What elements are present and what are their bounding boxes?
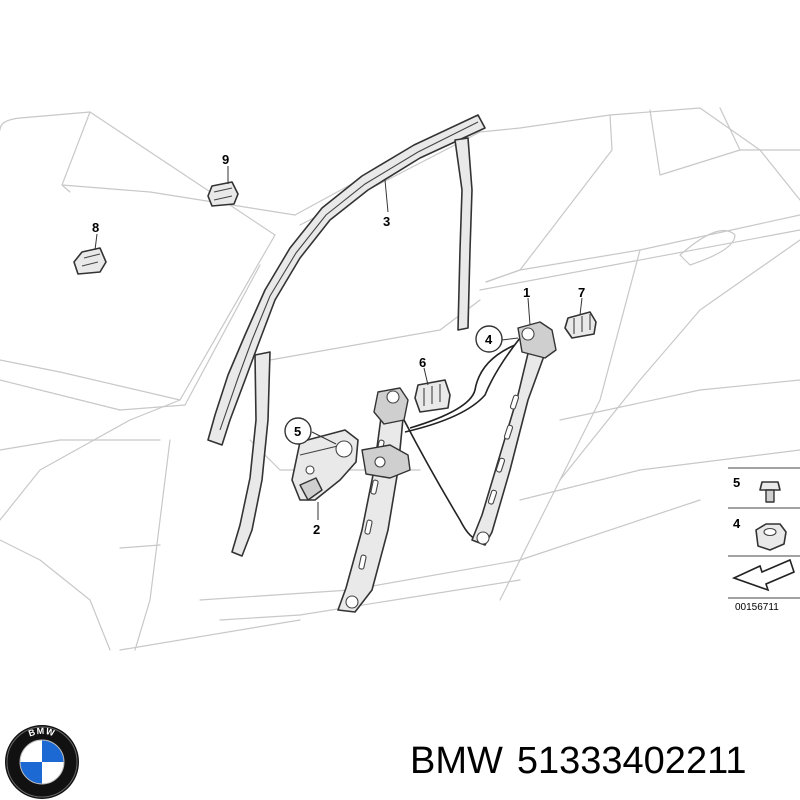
bmw-logo: BMW (5, 725, 79, 799)
clip-part-7 (564, 311, 597, 339)
callout-6: 6 (419, 355, 426, 370)
legend-item-5: 5 (733, 475, 740, 490)
callout-4: 4 (485, 332, 493, 347)
callout-2: 2 (313, 522, 320, 537)
logo-text: BMW (27, 726, 56, 739)
legend-panel: 5 4 00156711 (728, 467, 800, 613)
svg-text:BMW: BMW (27, 726, 57, 739)
part-number: 51333402211 (516, 740, 747, 782)
brand-name: BMW (410, 740, 503, 782)
callout-7: 7 (578, 285, 585, 300)
part-caption: BMW 51333402211 (410, 740, 761, 783)
callout-3: 3 (383, 214, 390, 229)
window-channel-seal (207, 114, 486, 557)
clip-part-6 (414, 379, 451, 413)
direction-arrow-icon (731, 558, 795, 592)
clip-part-9 (207, 181, 239, 207)
leader-lines (94, 166, 583, 520)
callout-8: 8 (92, 220, 99, 235)
bolt-icon (759, 481, 781, 503)
diagram-reference-number: 00156711 (735, 602, 779, 613)
callout-5: 5 (294, 424, 301, 439)
nut-icon (755, 523, 787, 551)
window-regulator-rail (337, 321, 557, 613)
vehicle-outline (0, 107, 800, 651)
clip-part-8 (73, 247, 107, 275)
callout-circle-4 (475, 325, 503, 353)
callout-9: 9 (222, 152, 229, 167)
callout-1: 1 (523, 285, 530, 300)
legend-item-4: 4 (733, 516, 741, 531)
callout-circle-5 (284, 417, 312, 445)
window-motor (291, 429, 359, 501)
